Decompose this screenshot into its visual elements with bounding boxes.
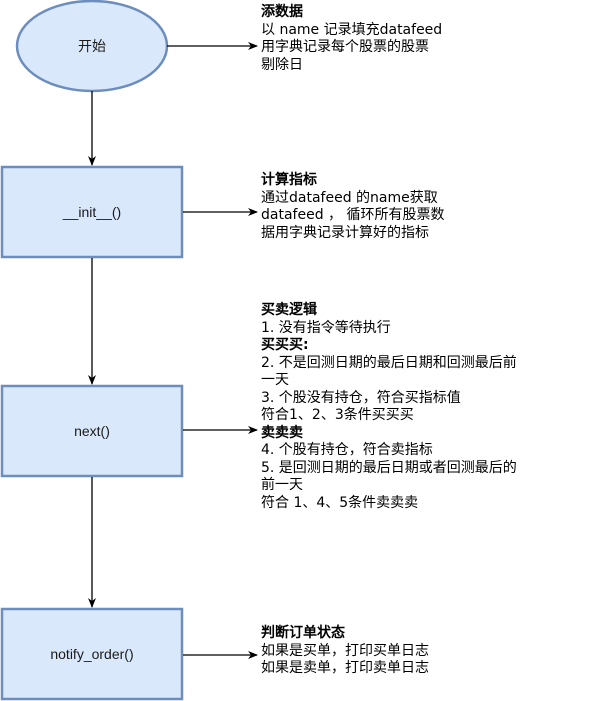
- next-note-buy-line: 符合1、2、3条件买买买: [261, 407, 414, 423]
- next-note-buy-line: 3. 个股没有持仓，符合买指标值: [261, 389, 461, 406]
- next-node-label: next(): [74, 423, 110, 439]
- next-note-buy-line: 2. 不是回测日期的最后日期和回测最后前: [261, 354, 517, 371]
- init-note: 计算指标 通过datafeed 的name获取 datafeed ， 循环所有股…: [261, 172, 444, 242]
- next-note-buy-line: 一天: [261, 372, 289, 388]
- notify-note-line: 如果是买单，打印买单日志: [261, 642, 429, 659]
- init-node-shape[interactable]: [0, 165, 184, 259]
- next-note-sell-line: 符合 1、4、5条件卖卖卖: [261, 494, 419, 511]
- next-node-shape[interactable]: [0, 384, 184, 478]
- next-note-sell-title: 卖卖卖: [261, 424, 303, 441]
- init-note-line: 通过datafeed 的name获取: [261, 189, 438, 206]
- notify-node-label: notify_order(): [50, 646, 134, 662]
- notify-note-title: 判断订单状态: [261, 625, 345, 641]
- notify-note-line: 如果是卖单，打印卖单日志: [261, 660, 429, 676]
- next-note-buy-title: 买买买:: [261, 337, 309, 353]
- next-note-sell-line: 4. 个股有持仓，符合卖指标: [261, 442, 433, 458]
- start-note-line: 剔除日: [261, 56, 303, 73]
- init-note-line: 据用字典记录计算好的指标: [261, 224, 429, 241]
- start-note-line: 用字典记录每个股票的股票: [261, 39, 429, 55]
- next-note-title: 买卖逻辑: [261, 302, 317, 318]
- notify-note: 判断订单状态 如果是买单，打印买单日志 如果是卖单，打印卖单日志: [261, 625, 429, 678]
- notify-node-shape[interactable]: [0, 607, 184, 701]
- next-note-line: 1. 没有指令等待执行: [261, 319, 391, 336]
- start-note-line: 以 name 记录填充datafeed: [261, 21, 443, 38]
- start-note: 添数据 以 name 记录填充datafeed 用字典记录每个股票的股票 剔除日: [261, 4, 442, 74]
- start-note-title: 添数据: [261, 4, 303, 20]
- init-node-label: __init__(): [62, 204, 122, 220]
- init-note-title: 计算指标: [261, 172, 317, 188]
- init-note-line: datafeed ， 循环所有股票数: [261, 207, 445, 223]
- next-note-sell-line: 前一天: [261, 477, 303, 493]
- start-node-label: 开始: [78, 38, 106, 54]
- next-note: 买卖逻辑 1. 没有指令等待执行 买买买: 2. 不是回测日期的最后日期和回测最…: [261, 302, 517, 512]
- next-note-sell-line: 5. 是回测日期的最后日期或者回测最后的: [261, 459, 517, 476]
